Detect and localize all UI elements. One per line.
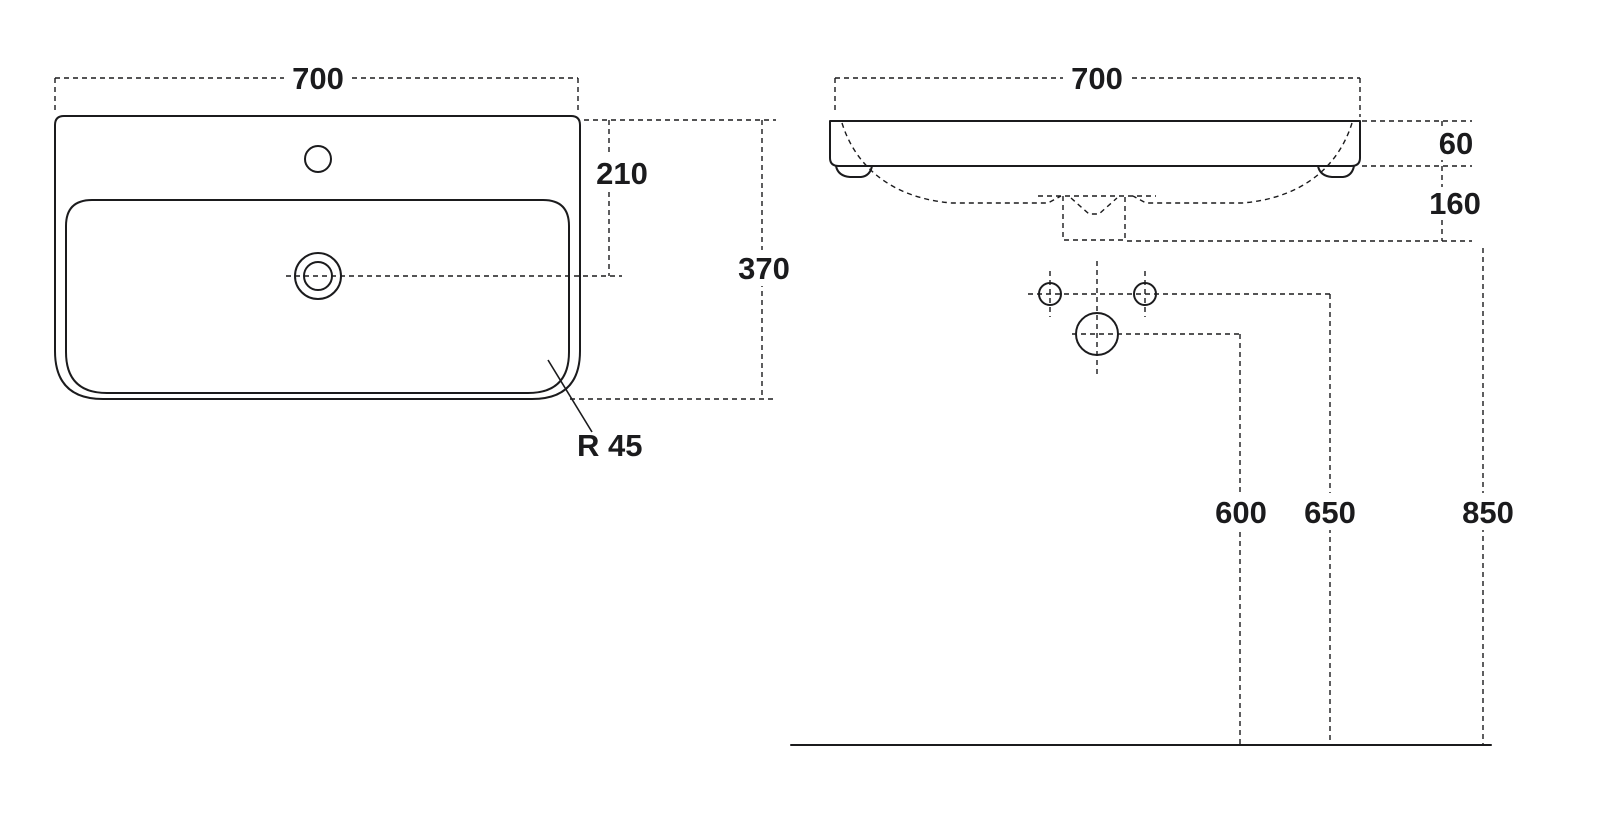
- rim-floor-height-label: 850: [1462, 495, 1514, 530]
- rim-floor-height-label-bg: [1454, 493, 1522, 530]
- depth-label-bg: [727, 250, 801, 286]
- top-view-basin-outline: [65, 199, 570, 394]
- top-view: 700 210 370 R 45: [54, 61, 801, 463]
- faucet-hole: [304, 145, 332, 173]
- bowl-hidden-left: [841, 122, 1062, 204]
- front-view: 700 60 160 600 650 850: [829, 61, 1522, 745]
- bowl-depth-label: 160: [1429, 186, 1481, 221]
- front-rim-outline: [829, 120, 1361, 167]
- bowl-hidden-right: [1132, 122, 1353, 204]
- front-width-label: 700: [1071, 61, 1123, 96]
- drain-height-label-bg: [1207, 493, 1275, 530]
- drain-offset-label: 210: [596, 156, 648, 191]
- trap-height-label: 650: [1304, 495, 1356, 530]
- bowl-depth-label-bg: [1421, 187, 1489, 220]
- front-left-foot: [835, 165, 873, 178]
- depth-label: 370: [738, 251, 790, 286]
- radius-leader-line: [547, 359, 593, 433]
- top-view-outer-outline: [54, 115, 581, 400]
- drain-height-label: 600: [1215, 495, 1267, 530]
- rim-height-label: 60: [1439, 126, 1473, 161]
- top-width-label: 700: [292, 61, 344, 96]
- trap-height-label-bg: [1296, 493, 1364, 530]
- front-right-foot: [1317, 165, 1355, 178]
- top-width-label-bg: [284, 61, 352, 95]
- drain-funnel-hidden: [1070, 197, 1118, 215]
- corner-radius-label: R 45: [577, 428, 642, 463]
- drain-offset-label-bg: [586, 155, 658, 191]
- rim-height-label-bg: [1428, 127, 1484, 160]
- front-width-label-bg: [1063, 61, 1131, 95]
- drain-cup-hidden: [1062, 196, 1126, 241]
